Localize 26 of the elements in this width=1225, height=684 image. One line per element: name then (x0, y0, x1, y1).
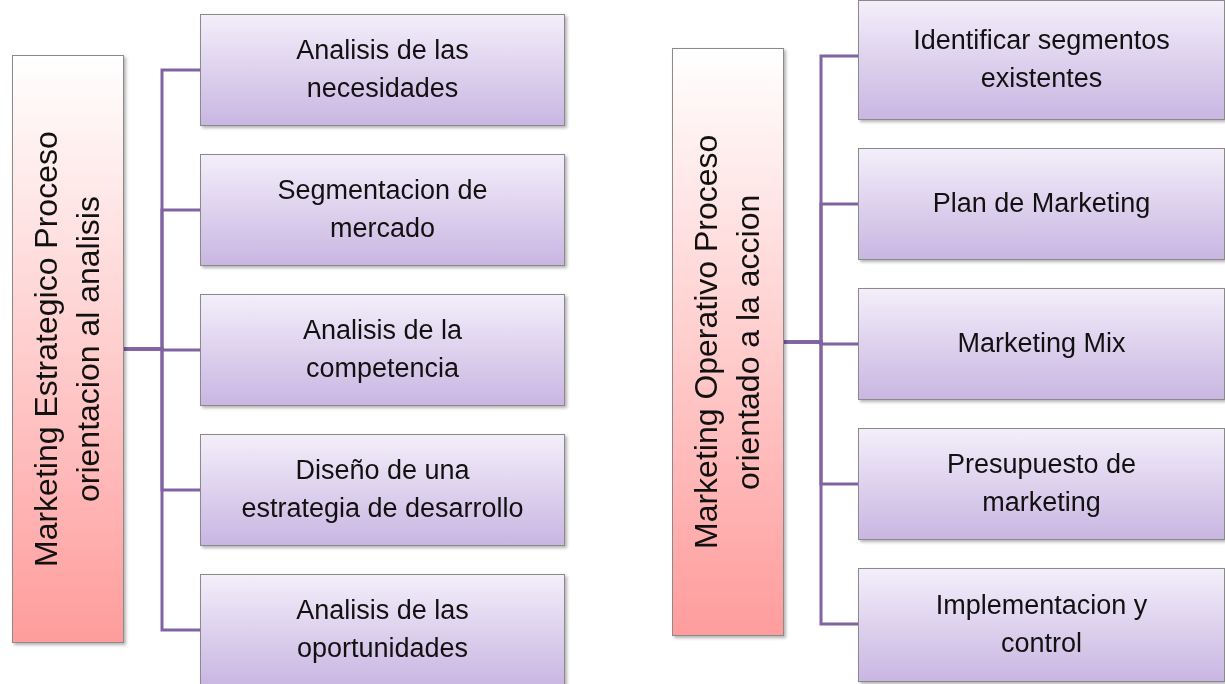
connector-line (784, 340, 858, 626)
category-box (12, 55, 124, 643)
process-box (858, 148, 1225, 260)
process-box (858, 0, 1225, 120)
process-label: Segmentacion de mercado (276, 174, 489, 245)
process-label: Identificar segmentos existentes (912, 24, 1171, 95)
process-box (200, 574, 565, 684)
process-label: Analisis de las oportunidades (295, 594, 470, 665)
category-box (672, 48, 784, 636)
category-label: Marketing Estrategico Proceso orientacion al analisis (27, 130, 107, 569)
category-label: Marketing Operativo Proceso orientado a la accion (687, 133, 767, 552)
process-label: Analisis de la competencia (301, 314, 464, 385)
connector-line (124, 347, 200, 632)
process-box (200, 14, 565, 126)
process-box (200, 294, 565, 406)
process-label: Implementacion y control (934, 589, 1149, 660)
process-label: Analisis de las necesidades (295, 34, 470, 105)
process-label: Diseño de una estrategia de desarrollo (240, 454, 525, 525)
process-label: Marketing Mix (956, 327, 1127, 361)
process-box (858, 428, 1225, 540)
process-box (200, 154, 565, 266)
process-box (858, 568, 1225, 682)
process-box (858, 288, 1225, 400)
process-box (200, 434, 565, 546)
process-label: Plan de Marketing (931, 187, 1152, 221)
process-label: Presupuesto de marketing (945, 448, 1138, 519)
